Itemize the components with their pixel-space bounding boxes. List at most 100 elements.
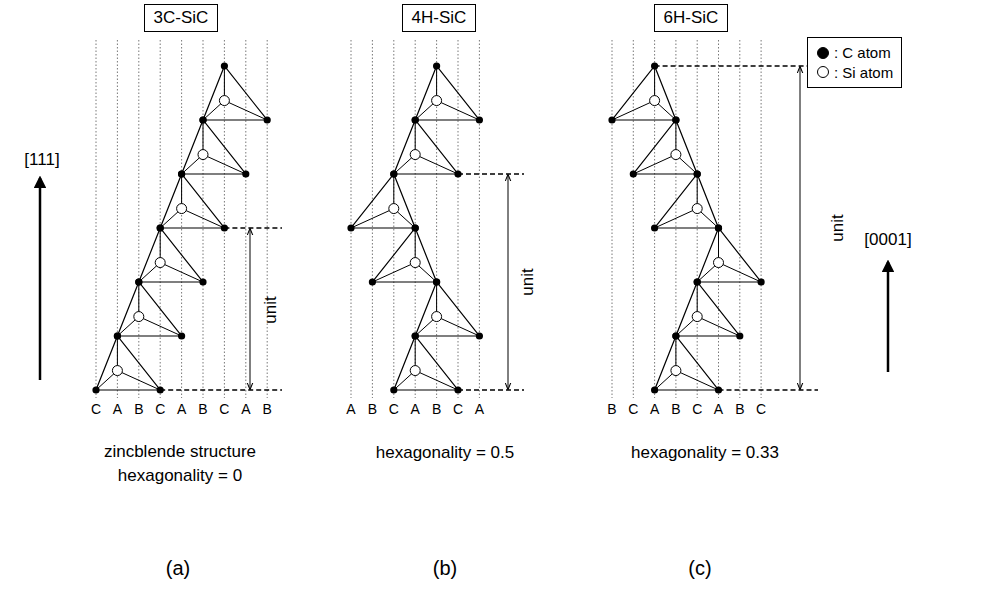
sic-tetrahedron bbox=[415, 282, 479, 336]
stacking-column bbox=[160, 40, 161, 398]
c-atom bbox=[651, 224, 658, 231]
stacking-letter: A bbox=[411, 402, 420, 417]
c-atom bbox=[412, 332, 419, 339]
stacking-letter: C bbox=[756, 402, 766, 417]
stacking-column bbox=[96, 40, 97, 398]
c-atom bbox=[390, 170, 397, 177]
panel-letter: (a) bbox=[166, 557, 190, 579]
legend-row: : Si atom bbox=[816, 63, 893, 83]
c-atom bbox=[694, 278, 701, 285]
polytype-title-box: 6H-SiC bbox=[654, 4, 729, 32]
stacking-column bbox=[393, 40, 394, 398]
c-atom bbox=[433, 62, 440, 69]
stacking-panel bbox=[347, 40, 524, 398]
stacking-column bbox=[138, 40, 139, 398]
hexagonality-value: hexagonality = 0.5 bbox=[376, 444, 514, 463]
legend-symbol bbox=[816, 46, 830, 60]
stacking-letter: B bbox=[671, 402, 680, 417]
c-atom bbox=[412, 116, 419, 123]
si-atom bbox=[671, 366, 681, 376]
c-atom bbox=[694, 170, 701, 177]
unit-boundary bbox=[160, 389, 282, 390]
panel-letter: (b) bbox=[433, 557, 457, 579]
panel-letter: (c) bbox=[688, 557, 711, 579]
c-atom bbox=[694, 170, 701, 177]
c-atom bbox=[630, 170, 637, 177]
c-atom bbox=[433, 278, 440, 285]
si-atom bbox=[410, 258, 420, 268]
polytype-title: 3C-SiC bbox=[154, 8, 209, 28]
c-atom bbox=[412, 224, 419, 231]
stacking-letter: A bbox=[177, 402, 186, 417]
stacking-letter: A bbox=[475, 402, 484, 417]
c-atom bbox=[433, 278, 440, 285]
c-atom bbox=[672, 116, 679, 123]
sic-tetrahedron bbox=[117, 282, 181, 336]
c-atom bbox=[114, 332, 121, 339]
stacking-column bbox=[203, 40, 204, 398]
stacking-letter: B bbox=[134, 402, 143, 417]
sic-tetrahedron bbox=[633, 120, 697, 174]
stacking-letter: B bbox=[432, 402, 441, 417]
stacking-letter: B bbox=[263, 402, 272, 417]
si-atom bbox=[410, 366, 420, 376]
stacking-letter: B bbox=[607, 402, 616, 417]
si-atom bbox=[714, 258, 724, 268]
unit-boundary bbox=[458, 173, 524, 174]
si-atom bbox=[410, 150, 420, 160]
c-atom bbox=[715, 224, 722, 231]
direction-label: [0001] bbox=[864, 231, 911, 250]
c-atom bbox=[390, 386, 397, 393]
sic-tetrahedron bbox=[372, 228, 436, 282]
c-atom bbox=[672, 332, 679, 339]
c-atom bbox=[199, 116, 206, 123]
c-atom bbox=[412, 116, 419, 123]
polytype-title: 6H-SiC bbox=[664, 8, 719, 28]
c-atom bbox=[390, 170, 397, 177]
c-atom bbox=[92, 386, 99, 393]
stacking-letter: C bbox=[389, 402, 399, 417]
stacking-letter: C bbox=[453, 402, 463, 417]
unit-label: unit bbox=[829, 214, 848, 241]
polytype-title: 4H-SiC bbox=[412, 8, 467, 28]
si-atom bbox=[432, 96, 442, 106]
stacking-column bbox=[739, 40, 740, 398]
si-atom bbox=[671, 150, 681, 160]
c-atom bbox=[412, 224, 419, 231]
c-atom bbox=[736, 332, 743, 339]
stacking-letter: C bbox=[692, 402, 702, 417]
legend-box: : C atom: Si atom bbox=[807, 37, 902, 88]
c-atom bbox=[135, 278, 142, 285]
c-atom bbox=[264, 116, 271, 123]
sic-tetrahedron bbox=[655, 174, 719, 228]
direction-label: [111] bbox=[24, 151, 59, 170]
stacking-column bbox=[181, 40, 182, 398]
unit-boundary bbox=[655, 65, 818, 66]
sic-tetrahedron bbox=[394, 336, 458, 390]
si-atom bbox=[389, 204, 399, 214]
direction-arrow bbox=[39, 178, 42, 380]
c-atom bbox=[608, 116, 615, 123]
stacking-letter: B bbox=[198, 402, 207, 417]
sic-tetrahedron bbox=[182, 120, 246, 174]
stacking-letter: A bbox=[241, 402, 250, 417]
unit-label: unit bbox=[262, 296, 281, 323]
c-atom bbox=[412, 332, 419, 339]
direction-arrow bbox=[887, 262, 890, 372]
stacking-panel bbox=[92, 40, 282, 398]
c-atom bbox=[114, 332, 121, 339]
si-atom bbox=[177, 204, 187, 214]
c-atom bbox=[758, 278, 765, 285]
c-atom bbox=[157, 224, 164, 231]
stacking-letter: A bbox=[714, 402, 723, 417]
c-atom bbox=[199, 116, 206, 123]
c-atom bbox=[178, 332, 185, 339]
legend-text: : C atom bbox=[834, 43, 891, 63]
stacking-column bbox=[761, 40, 762, 398]
sic-tetrahedron bbox=[697, 228, 761, 282]
si-atom bbox=[650, 96, 660, 106]
sic-tetrahedron bbox=[612, 66, 676, 120]
c-atom bbox=[242, 170, 249, 177]
stacking-column bbox=[267, 40, 268, 398]
